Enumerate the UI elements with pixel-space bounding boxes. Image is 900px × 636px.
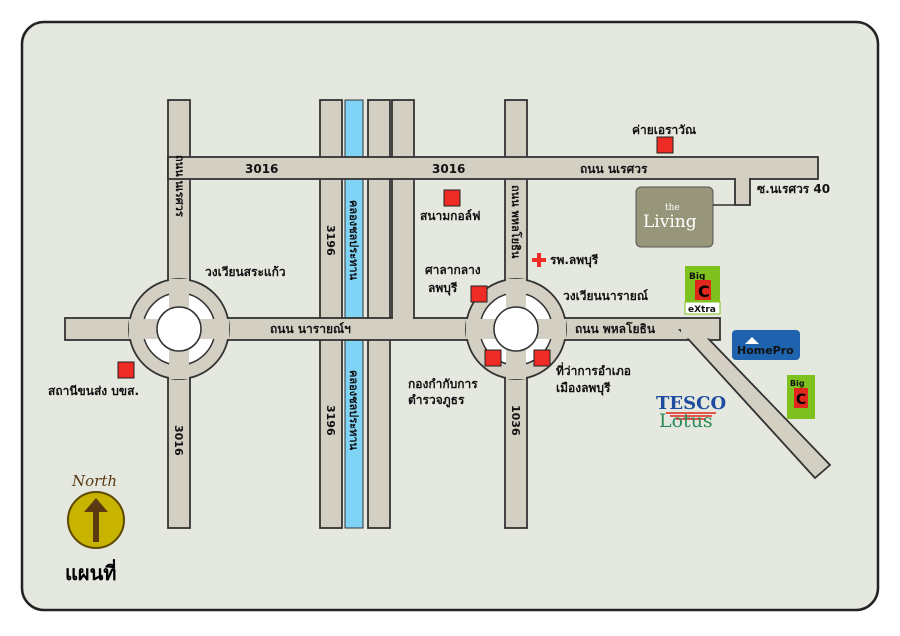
label-phahonyothin-h: ถนน พหลโยธิน — [575, 321, 656, 336]
label-golf: สนามกอล์ฟ — [420, 209, 481, 223]
compass-north: North — [67, 472, 125, 549]
marker-city-hall — [470, 285, 488, 303]
the-living-logo: the Living — [635, 186, 714, 248]
label-3196-top: 3196 — [324, 225, 337, 256]
label-3016-top-right: 3016 — [432, 162, 465, 176]
hospital-cross-icon — [532, 253, 546, 267]
tesco-lotus-logo: TESCO Lotus — [656, 393, 726, 432]
svg-text:C: C — [698, 282, 710, 301]
road-mid — [391, 99, 415, 319]
label-roundabout-sra-kaeo: วงเวียนสระแก้ว — [205, 265, 286, 279]
svg-text:Big: Big — [790, 379, 805, 388]
svg-text:eXtra: eXtra — [688, 305, 716, 315]
svg-text:Living: Living — [643, 212, 697, 232]
svg-text:C: C — [796, 392, 806, 408]
label-canal-bottom: คลองชลประทาน — [347, 370, 360, 451]
label-soi-naresuan-40: ซ.นเรศวร 40 — [757, 182, 830, 196]
marker-district — [533, 349, 551, 367]
label-roundabout-narai: วงเวียนนารายณ์ — [563, 289, 648, 303]
homepro-logo: HomePro — [732, 330, 800, 360]
map-title: แผนที่ — [65, 558, 116, 585]
marker-police — [484, 349, 502, 367]
road-3196 — [319, 99, 343, 529]
label-district-1: ที่ว่าการอำเภอ — [556, 362, 631, 378]
svg-text:the: the — [665, 203, 680, 213]
label-city-hall-2: ลพบุรี — [428, 281, 458, 296]
svg-text:HomePro: HomePro — [737, 344, 794, 357]
canal — [344, 99, 364, 529]
label-district-2: เมืองลพบุรี — [556, 381, 611, 396]
label-naresuan-h: ถนน นเรศวร — [580, 162, 648, 176]
label-police-1: กองกำกับการ — [408, 377, 478, 391]
svg-text:Lotus: Lotus — [659, 410, 713, 432]
svg-text:North: North — [71, 472, 117, 490]
marker-camp — [656, 136, 674, 154]
road-canal-east — [367, 99, 391, 529]
label-3016-bottom: 3016 — [172, 425, 185, 456]
label-canal-top: คลองชลประทาน — [347, 200, 360, 281]
label-city-hall-1: ศาลากลาง — [425, 263, 481, 277]
svg-text:Big: Big — [689, 272, 705, 282]
svg-text:TESCO: TESCO — [656, 393, 726, 414]
marker-golf — [443, 189, 461, 207]
label-police-2: ตำรวจภูธร — [408, 393, 465, 408]
label-naresuan-v: ถนน นเรศวร — [173, 155, 186, 217]
bigc-extra-logo: Big C eXtra — [684, 266, 721, 315]
label-narai: ถนน นารายณ์ฯ — [270, 322, 351, 336]
label-3016-top-left: 3016 — [245, 162, 278, 176]
label-camp: ค่ายเอราวัณ — [632, 123, 696, 137]
label-3196-bottom: 3196 — [324, 405, 337, 436]
label-1036: 1036 — [509, 405, 522, 436]
label-bus-station: สถานีขนส่ง บขส. — [48, 384, 139, 398]
marker-bus-station — [117, 361, 135, 379]
roundabout-sra-kaeo — [128, 278, 230, 380]
label-phahonyothin-v: ถนน พหลโยธิน — [509, 185, 523, 259]
label-hospital: รพ.ลพบุรี — [550, 253, 599, 268]
bigc-logo: Big C — [787, 375, 815, 419]
